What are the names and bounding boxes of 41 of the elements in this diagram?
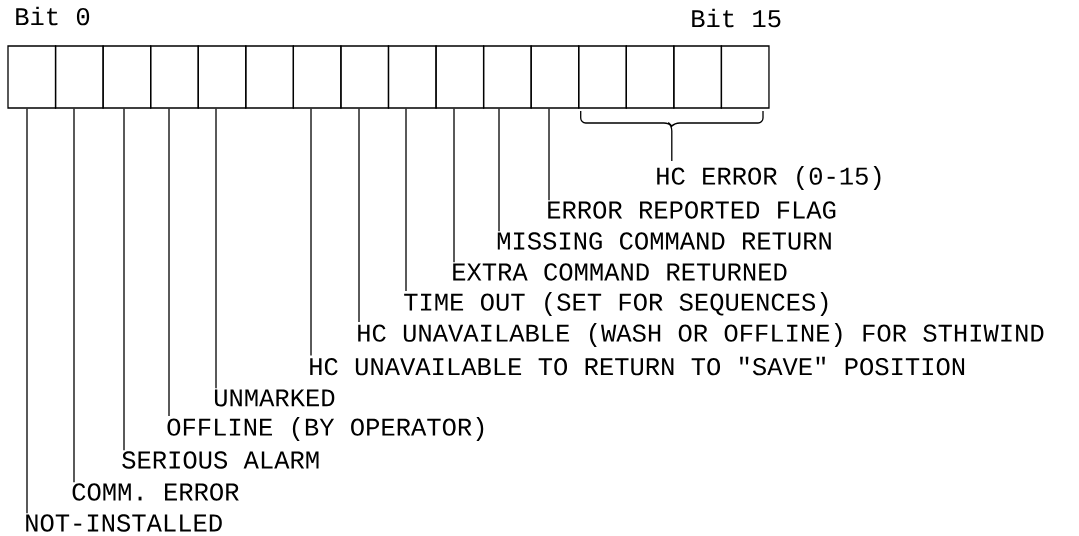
bit-label: OFFLINE (BY OPERATOR) [167, 417, 484, 441]
leader-line [168, 108, 170, 417]
bit-cell [578, 45, 627, 109]
bit-cell [197, 45, 247, 109]
bit-number: Bit 0 [16, 6, 90, 26]
bit-cell [7, 45, 57, 109]
bit-label: HC ERROR (0-15) [657, 166, 881, 190]
bit-cell [720, 45, 770, 109]
leader-line [405, 108, 407, 292]
leader-line [310, 108, 312, 357]
leader-line [26, 108, 28, 514]
bit-cell [673, 45, 723, 109]
bit-label: ERROR REPORTED FLAG [548, 201, 836, 219]
bit-label: HC UNAVAILABLE TO RETURN TO "SAVE" POSITION [310, 356, 965, 376]
bit-label: HC UNAVAILABLE (WASH OR OFFLINE) FOR STHIWIND [358, 323, 1044, 347]
bit-cell [435, 45, 485, 109]
bit-cell [625, 45, 675, 109]
bit-cell [54, 45, 104, 109]
bit-number: Bit 15 [692, 8, 781, 28]
bit-label: NOT-INSTALLED [26, 514, 222, 532]
bit-cell [387, 45, 437, 109]
bit-label: MISSING COMMAND RETURN [497, 232, 831, 250]
bit-cell [245, 45, 294, 109]
bit-label: UNMARKED [215, 389, 335, 407]
bit-label: COMM. ERROR [72, 483, 239, 501]
leader-line [498, 108, 500, 232]
leader-line [358, 108, 360, 323]
bit-label: SERIOUS ALARM [122, 451, 319, 469]
leader-line [73, 108, 75, 483]
leader-line [123, 108, 125, 451]
bit-cell [102, 45, 152, 109]
bit-cell [292, 45, 342, 109]
bit-label: EXTRA COMMAND RETURNED [453, 263, 787, 281]
leader-line [453, 108, 455, 263]
leader-line [548, 108, 550, 201]
leader-line [215, 108, 217, 389]
bit-cell [340, 45, 390, 109]
bit-cell [150, 45, 199, 109]
bit-label: TIME OUT (SET FOR SEQUENCES) [404, 292, 828, 316]
bit-cell [482, 45, 532, 109]
bit-cell [530, 45, 580, 109]
